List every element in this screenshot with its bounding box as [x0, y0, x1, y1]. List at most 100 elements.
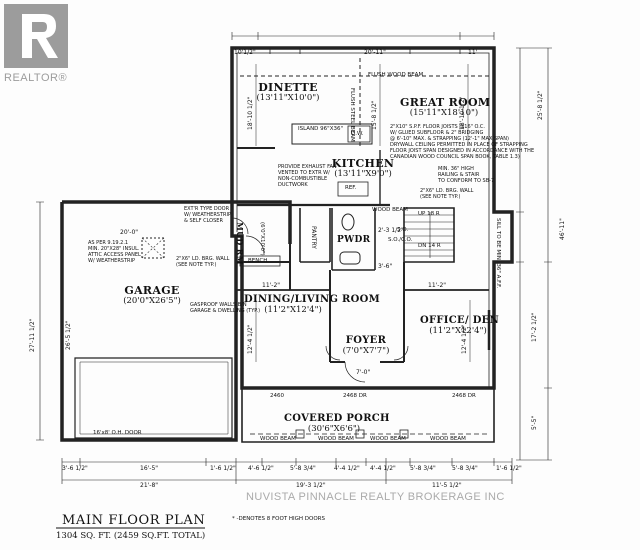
realtor-logo-mark	[4, 4, 68, 68]
dim-bottom2-2: 11'-5 1/2"	[432, 482, 462, 489]
plan-subtitle: 1304 SQ. FT. (2459 SQ.FT. TOTAL)	[56, 531, 206, 541]
porch-post-1	[295, 429, 305, 439]
label-door-2460: 2460	[270, 393, 284, 399]
dim-int-1: 15'-8 1/2"	[371, 100, 378, 130]
realtor-r-icon	[22, 14, 58, 58]
realtor-logo-text: REALTOR®	[4, 72, 68, 84]
plan-title: MAIN FLOOR PLAN	[62, 513, 206, 528]
dim-bottom1-6: 4'-4 1/2"	[370, 465, 396, 472]
dim-bottom1-5: 4'-4 1/2"	[334, 465, 360, 472]
dim-int-9: 3'-6"	[378, 263, 393, 270]
dim-right-lines	[516, 47, 552, 461]
dim-bottom1-9: 1'-6 1/2"	[496, 465, 522, 472]
powder-walls	[331, 208, 376, 271]
dishwasher	[347, 125, 371, 143]
dim-int-8: 2'-3 1/2"	[378, 227, 404, 234]
toilet	[341, 213, 355, 231]
label-stair-dn: DN 14 R	[418, 243, 441, 249]
dim-int-5: 12'-4 1/2"	[247, 324, 254, 354]
stair-box	[403, 207, 455, 263]
dim-int-3: 11'-2"	[262, 282, 281, 289]
door-swing-front	[344, 361, 366, 383]
label-dw: D.W.	[351, 131, 364, 137]
label-so: S.O.	[397, 227, 409, 233]
note-extr-door: EXT'R TYPE DOOR W/ WEATHERSTRIP & SELF C…	[184, 206, 231, 224]
room-pwdr-name: PWDR	[337, 235, 371, 245]
dim-bottom-ticks	[79, 458, 495, 466]
dim-left-2: 26'-5 1/2"	[65, 320, 72, 350]
dim-int-0: 18'-10 1/2"	[247, 96, 254, 130]
dim-bottom1-4: 5'-8 3/4"	[290, 465, 316, 472]
room-foyer-name: FOYER	[345, 335, 387, 346]
label-ref: REF.	[345, 185, 357, 191]
label-sill: SILL TO BE MIN. 36" A.F.F.	[495, 218, 501, 289]
room-pantry-name: PANTRY	[310, 226, 317, 249]
dim-bottom-lines	[61, 458, 513, 484]
label-wood-beam-mid: WOOD BEAM	[372, 207, 408, 213]
attic-access	[141, 237, 165, 259]
note-great-room-joists: 2"X10" S.P.F. FLOOR JOISTS @16" O.C. W/ …	[390, 124, 535, 160]
house-outline	[230, 46, 514, 390]
dim-bottom2-1: 19'-3 1/2"	[296, 482, 326, 489]
dim-bottom1-3: 4'-6 1/2"	[248, 465, 274, 472]
room-dinette-dims: (13'11"X10'0")	[256, 93, 320, 103]
label-porch-wood-beam-4: WOOD BEAM	[430, 436, 466, 442]
legend-note: * -DENOTES 8 FOOT HIGH DOORS	[232, 516, 325, 522]
dim-right-0: 25'-8 1/2"	[537, 90, 544, 120]
dim-bottom1-8: 5'-8 3/4"	[452, 465, 478, 472]
label-porch-wood-beam-1: WOOD BEAM	[260, 436, 296, 442]
room-dinette-name: DINETTE	[258, 81, 318, 94]
room-dining-living-dims: (11'2"X12'4")	[264, 305, 322, 315]
room-foyer-dims: (7'0"X7'7")	[342, 346, 390, 356]
room-dining-living-name: DINING/LIVING ROOM	[244, 294, 381, 305]
mud-room-walls	[237, 205, 291, 290]
label-so-co: S.O./C.O.	[388, 237, 413, 243]
foyer-walls	[329, 262, 405, 363]
room-office-den-name: OFFICE/ DEN	[420, 315, 500, 326]
brokerage-watermark: NUVISTA PINNACLE REALTY BROKERAGE INC	[246, 491, 505, 503]
dim-left-1: 20'-0"	[120, 229, 139, 236]
note-brg-right: 2"X6" LD. BRG. WALL (SEE NOTE TYP.)	[420, 188, 474, 200]
room-kitchen-dims: (13'11"X9'0")	[334, 169, 392, 179]
dim-interior-v	[255, 64, 471, 362]
dim-int-2: 18'-10 1/2"	[459, 96, 466, 130]
label-garage-door: 16'x8' O.H. DOOR	[93, 430, 142, 436]
garage-door-inner	[79, 361, 229, 435]
window-top-1	[269, 48, 461, 54]
note-gasproof: GASPROOF WALLS B/N GARAGE & DWELLING (TY…	[190, 302, 261, 314]
door-swing-foyer-r	[393, 345, 409, 361]
dim-bottom1-0: 3'-6 1/2"	[62, 465, 88, 472]
note-exhaust-fan: PROVIDE EXHAUST FAN VENTED TO EXTR W/ NO…	[278, 164, 337, 188]
sink	[339, 251, 361, 265]
door-swing-mud	[245, 235, 265, 255]
porch-post-3	[399, 429, 409, 439]
dim-left-0: 27'-11 1/2"	[29, 318, 36, 352]
dim-int-4: 11'-2"	[428, 282, 447, 289]
bench	[239, 255, 281, 267]
label-door-2468a: 2468 DR	[343, 393, 367, 399]
note-railing: MIN. 36" HIGH RAILING & STAIR TO CONFORM…	[438, 166, 495, 184]
room-covered-porch-dims: (30'6"X6'6")	[307, 424, 361, 434]
dim-top-line	[231, 32, 495, 40]
fridge	[337, 181, 369, 197]
note-attic-access: AS PER 9.19.2.1 MIN. 20"X28" INSUL. ATTI…	[88, 240, 141, 264]
dim-int-6: 12'-4 1/2"	[461, 324, 468, 354]
door-swing-foyer-l	[325, 345, 341, 361]
covered-porch-outline	[241, 388, 495, 443]
label-porch-wood-beam-2: WOOD BEAM	[318, 436, 354, 442]
dim-bottom1-7: 5'-8 3/4"	[410, 465, 436, 472]
dim-top-2: 11'	[468, 49, 478, 56]
dim-int-7: 7'-0"	[356, 369, 371, 376]
realtor-logo: REALTOR®	[0, 0, 78, 90]
label-door-2468b: 2468 DR	[452, 393, 476, 399]
room-garage-dims: (20'0"X26'5")	[123, 296, 181, 306]
dim-top-0: 10'1/2"	[234, 49, 256, 56]
dim-bottom1-1: 16'-5"	[140, 465, 159, 472]
room-garage-name: GARAGE	[124, 284, 180, 297]
door-swing-extr	[231, 217, 249, 235]
dim-right-3: 5'-5"	[531, 415, 538, 430]
stair-treads	[404, 214, 454, 257]
dim-right-1: 46'-11"	[559, 218, 566, 240]
room-mud-rm-dims: (6'0"X10'0")	[259, 222, 265, 256]
